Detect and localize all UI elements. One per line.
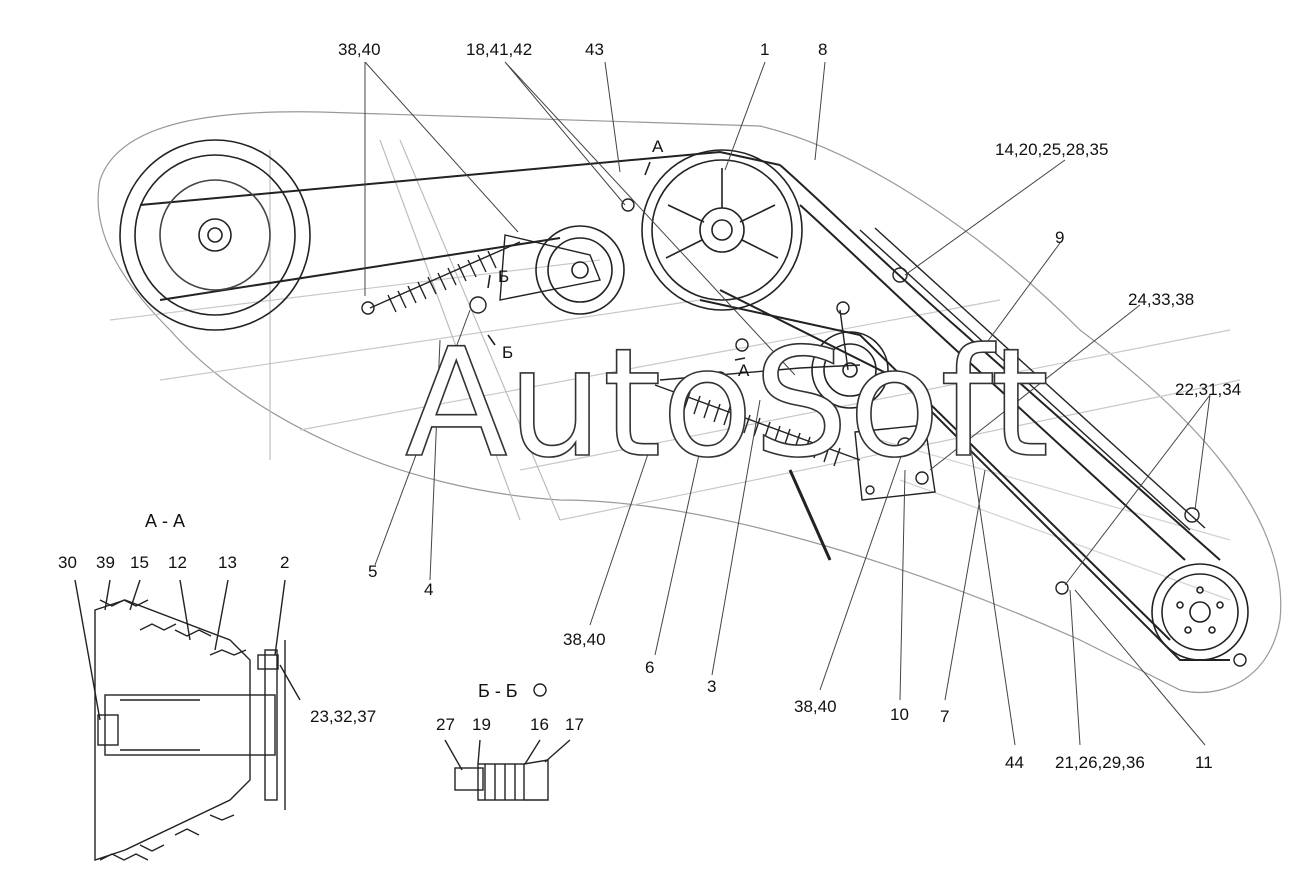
tensioner-arm — [836, 301, 850, 371]
callout-4: 4 — [424, 580, 433, 599]
section-aa-view — [74, 579, 301, 861]
pulley-bottom-right — [1151, 563, 1249, 661]
housing-outline — [97, 111, 1282, 694]
section-mark-a-lower: А — [738, 361, 750, 380]
tension-spring-upper — [361, 234, 601, 315]
tension-pulley-left — [535, 225, 625, 315]
callout-12: 12 — [168, 553, 187, 572]
left-drive-pulley — [119, 139, 311, 331]
callout-16: 16 — [530, 715, 549, 734]
belt-guides — [621, 198, 1247, 667]
callout-38-40-mid: 38,40 — [563, 630, 606, 649]
watermark: AutoSoft — [405, 317, 1049, 491]
callout-19: 19 — [472, 715, 491, 734]
callout-3: 3 — [707, 677, 716, 696]
callout-38-40-bottom: 38,40 — [794, 697, 837, 716]
callout-18-41-42: 18,41,42 — [466, 40, 532, 59]
callout-1: 1 — [760, 40, 769, 59]
callout-7: 7 — [940, 707, 949, 726]
callout-2: 2 — [280, 553, 289, 572]
callout-23-32-37: 23,32,37 — [310, 707, 376, 726]
section-aa-title: А - А — [145, 511, 185, 531]
callout-11: 11 — [1195, 753, 1213, 772]
callout-30: 30 — [58, 553, 77, 572]
callout-24-33-38: 24,33,38 — [1128, 290, 1194, 309]
callout-44: 44 — [1005, 753, 1024, 772]
callout-38-40-top: 38,40 — [338, 40, 381, 59]
section-mark-b-lower: Б — [502, 343, 513, 362]
section-cut-marks — [487, 161, 746, 361]
callout-14-20-25-28-35: 14,20,25,28,35 — [995, 140, 1108, 159]
callout-21-26-29-36: 21,26,29,36 — [1055, 753, 1145, 772]
section-mark-b-upper: Б — [498, 267, 509, 286]
tension-pulley-middle — [811, 331, 889, 409]
callout-13: 13 — [218, 553, 237, 572]
section-bb-title: Б - Б — [478, 681, 518, 701]
callout-8: 8 — [818, 40, 827, 59]
callout-9: 9 — [1055, 228, 1064, 247]
tension-spring-lower — [654, 364, 861, 561]
section-bb-view — [444, 683, 571, 801]
callout-27: 27 — [436, 715, 455, 734]
callout-17: 17 — [565, 715, 584, 734]
callout-5: 5 — [368, 562, 377, 581]
callout-43: 43 — [585, 40, 604, 59]
section-mark-a-upper: А — [652, 137, 664, 156]
callout-22-31-34: 22,31,34 — [1175, 380, 1241, 399]
callout-15: 15 — [130, 553, 149, 572]
callout-10: 10 — [890, 705, 909, 724]
callout-39: 39 — [96, 553, 115, 572]
mounting-plate — [854, 424, 936, 501]
callout-6: 6 — [645, 658, 654, 677]
leader-lines — [364, 61, 1211, 746]
pulley-1 — [641, 149, 803, 311]
